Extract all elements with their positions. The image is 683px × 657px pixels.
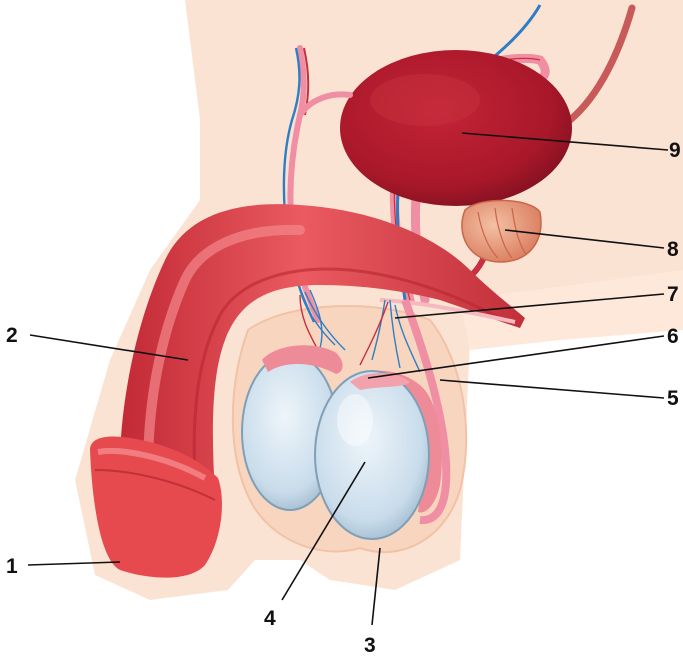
label-9: 9: [669, 139, 681, 162]
label-6: 6: [667, 325, 679, 348]
bladder: [340, 50, 572, 206]
label-7: 7: [667, 283, 679, 306]
label-4: 4: [264, 607, 276, 630]
prostate-gland: [462, 200, 541, 262]
leader-line-5: [440, 380, 664, 398]
testis-right-shine: [337, 394, 373, 446]
bladder-highlight: [370, 74, 480, 126]
label-2: 2: [6, 324, 18, 347]
label-3: 3: [364, 634, 376, 657]
label-5: 5: [667, 387, 679, 410]
label-1: 1: [6, 555, 18, 578]
label-8: 8: [667, 238, 679, 261]
testis-right: [315, 371, 429, 539]
